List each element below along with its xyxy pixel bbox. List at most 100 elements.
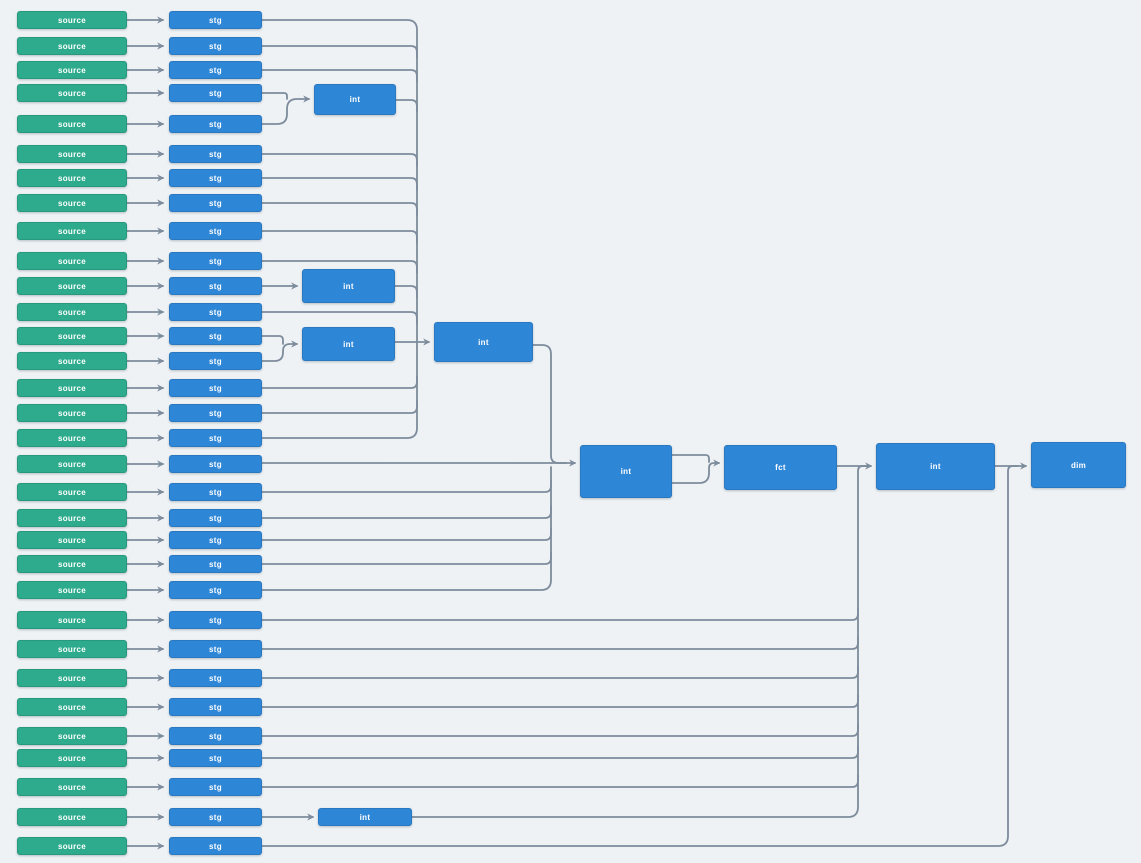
- node-stg-16[interactable]: stg: [169, 404, 262, 422]
- node-stg-7[interactable]: stg: [169, 169, 262, 187]
- edge-47: [261, 335, 284, 345]
- node-stg-26[interactable]: stg: [169, 669, 262, 687]
- node-stg-10[interactable]: stg: [169, 252, 262, 270]
- node-stg-12[interactable]: stg: [169, 303, 262, 321]
- node-src-17[interactable]: source: [17, 429, 127, 447]
- node-src-11[interactable]: source: [17, 277, 127, 295]
- edge-43: [261, 260, 418, 274]
- node-src-13[interactable]: source: [17, 327, 127, 345]
- node-stg-22[interactable]: stg: [169, 555, 262, 573]
- edge-42: [261, 230, 418, 244]
- node-src-1[interactable]: source: [17, 11, 127, 29]
- edge-69: [261, 774, 859, 788]
- node-stg-20[interactable]: stg: [169, 509, 262, 527]
- node-src-25[interactable]: source: [17, 640, 127, 658]
- edge-55: [261, 505, 552, 519]
- edge-67: [261, 723, 859, 737]
- edge-39: [261, 153, 418, 167]
- node-src-6[interactable]: source: [17, 145, 127, 163]
- node-src-30[interactable]: source: [17, 778, 127, 796]
- node-src-2[interactable]: source: [17, 37, 127, 55]
- edge-41: [261, 202, 418, 216]
- node-stg-3[interactable]: stg: [169, 61, 262, 79]
- node-src-5[interactable]: source: [17, 115, 127, 133]
- node-stg-6[interactable]: stg: [169, 145, 262, 163]
- node-src-9[interactable]: source: [17, 222, 127, 240]
- edge-64: [261, 636, 859, 650]
- node-stg-30[interactable]: stg: [169, 778, 262, 796]
- node-stg-18[interactable]: stg: [169, 455, 262, 473]
- node-int-b[interactable]: int: [302, 269, 395, 303]
- node-stg-25[interactable]: stg: [169, 640, 262, 658]
- node-src-32[interactable]: source: [17, 837, 127, 855]
- node-stg-8[interactable]: stg: [169, 194, 262, 212]
- edge-38: [395, 99, 418, 113]
- node-stg-23[interactable]: stg: [169, 581, 262, 599]
- node-int-f[interactable]: int: [318, 808, 412, 826]
- node-int-c[interactable]: int: [302, 327, 395, 361]
- node-dim[interactable]: dim: [1031, 442, 1126, 488]
- edge-50: [261, 375, 418, 389]
- node-src-31[interactable]: source: [17, 808, 127, 826]
- edge-45: [394, 285, 418, 299]
- node-src-21[interactable]: source: [17, 531, 127, 549]
- node-stg-31[interactable]: stg: [169, 808, 262, 826]
- edge-52: [532, 344, 567, 464]
- node-stg-17[interactable]: stg: [169, 429, 262, 447]
- node-stg-19[interactable]: stg: [169, 483, 262, 501]
- edge-65: [261, 665, 859, 679]
- node-stg-9[interactable]: stg: [169, 222, 262, 240]
- node-src-23[interactable]: source: [17, 581, 127, 599]
- node-src-10[interactable]: source: [17, 252, 127, 270]
- node-stg-11[interactable]: stg: [169, 277, 262, 295]
- node-src-18[interactable]: source: [17, 455, 127, 473]
- edge-33: [261, 19, 418, 439]
- node-src-8[interactable]: source: [17, 194, 127, 212]
- node-src-27[interactable]: source: [17, 698, 127, 716]
- node-src-14[interactable]: source: [17, 352, 127, 370]
- node-stg-13[interactable]: stg: [169, 327, 262, 345]
- node-src-26[interactable]: source: [17, 669, 127, 687]
- node-stg-24[interactable]: stg: [169, 611, 262, 629]
- edge-51: [261, 400, 418, 414]
- edge-36: [261, 92, 288, 100]
- node-stg-21[interactable]: stg: [169, 531, 262, 549]
- node-stg-29[interactable]: stg: [169, 749, 262, 767]
- node-int-e[interactable]: int: [580, 445, 672, 498]
- node-int-d[interactable]: int: [434, 322, 533, 362]
- edge-37: [261, 95, 311, 125]
- node-stg-15[interactable]: stg: [169, 379, 262, 397]
- node-stg-4[interactable]: stg: [169, 84, 262, 102]
- node-stg-1[interactable]: stg: [169, 11, 262, 29]
- node-src-12[interactable]: source: [17, 303, 127, 321]
- node-stg-5[interactable]: stg: [169, 115, 262, 133]
- node-src-29[interactable]: source: [17, 749, 127, 767]
- node-src-3[interactable]: source: [17, 61, 127, 79]
- edge-57: [261, 551, 552, 565]
- node-int-a[interactable]: int: [314, 84, 396, 115]
- node-src-19[interactable]: source: [17, 483, 127, 501]
- node-src-7[interactable]: source: [17, 169, 127, 187]
- node-src-24[interactable]: source: [17, 611, 127, 629]
- node-stg-27[interactable]: stg: [169, 698, 262, 716]
- node-src-22[interactable]: source: [17, 555, 127, 573]
- node-stg-32[interactable]: stg: [169, 837, 262, 855]
- node-src-16[interactable]: source: [17, 404, 127, 422]
- edge-71: [261, 465, 1019, 847]
- edge-60: [671, 459, 721, 484]
- node-stg-2[interactable]: stg: [169, 37, 262, 55]
- edge-59: [671, 454, 710, 463]
- edge-58: [261, 466, 552, 591]
- node-fct[interactable]: fct: [724, 445, 837, 490]
- node-src-20[interactable]: source: [17, 509, 127, 527]
- edge-35: [261, 69, 418, 83]
- node-int-g[interactable]: int: [876, 443, 995, 490]
- node-src-15[interactable]: source: [17, 379, 127, 397]
- node-stg-14[interactable]: stg: [169, 352, 262, 370]
- node-src-4[interactable]: source: [17, 84, 127, 102]
- edge-56: [261, 527, 552, 541]
- node-stg-28[interactable]: stg: [169, 727, 262, 745]
- node-src-28[interactable]: source: [17, 727, 127, 745]
